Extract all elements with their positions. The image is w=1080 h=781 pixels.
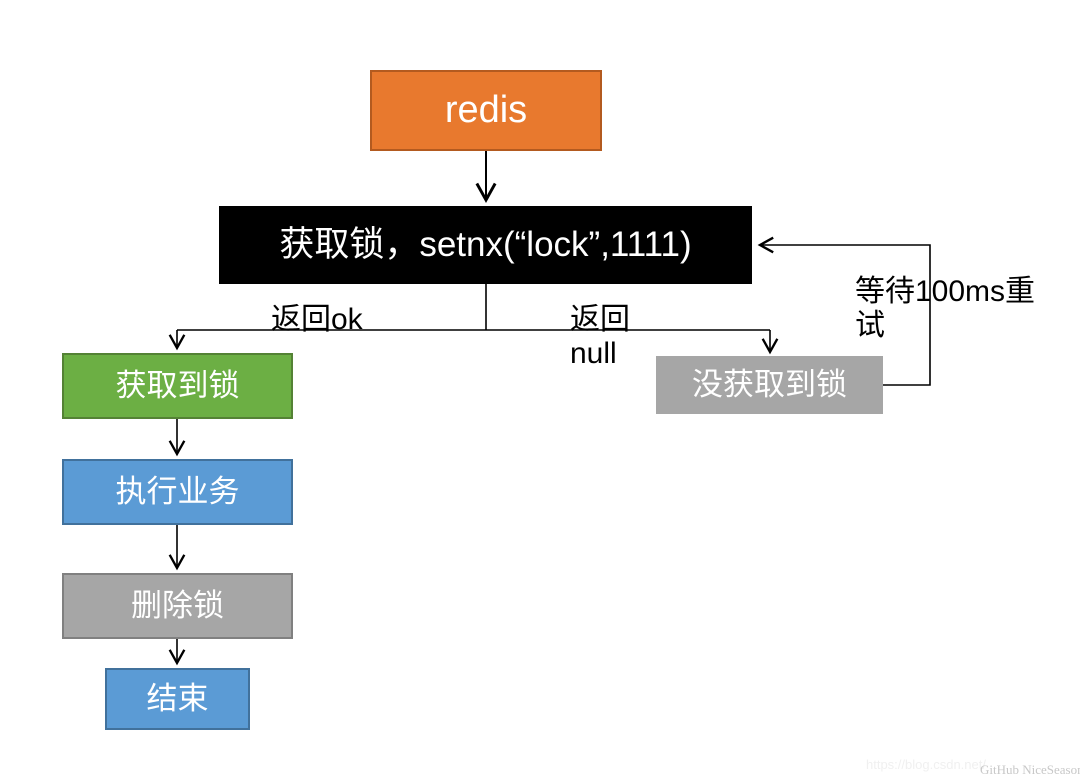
node-got-lock[interactable]: 获取到锁 bbox=[62, 353, 293, 419]
node-delete-lock-label: 删除锁 bbox=[131, 588, 224, 624]
node-delete-lock[interactable]: 删除锁 bbox=[62, 573, 293, 639]
node-end[interactable]: 结束 bbox=[105, 668, 250, 730]
edge-label-return-ok: 返回ok bbox=[271, 303, 363, 336]
watermark-csdn: https://blog.csdn.net/ bbox=[866, 757, 986, 772]
node-acquire-lock-label: 获取锁，setnx(“lock”,1111) bbox=[279, 224, 692, 264]
edge-label-return-null: 返回 null bbox=[570, 303, 630, 370]
node-end-label: 结束 bbox=[146, 681, 209, 717]
node-run-business-label: 执行业务 bbox=[115, 474, 240, 510]
node-redis-label: redis bbox=[444, 88, 528, 131]
node-redis[interactable]: redis bbox=[370, 70, 602, 151]
node-acquire-lock[interactable]: 获取锁，setnx(“lock”,1111) bbox=[219, 206, 752, 284]
node-no-lock[interactable]: 没获取到锁 bbox=[656, 356, 883, 414]
node-run-business[interactable]: 执行业务 bbox=[62, 459, 293, 525]
edge-acquire-split bbox=[177, 284, 770, 331]
node-got-lock-label: 获取到锁 bbox=[115, 368, 240, 404]
edge-label-retry-wait: 等待100ms重 试 bbox=[855, 275, 1036, 342]
watermark-github: GitHub NiceSeason bbox=[980, 762, 1080, 777]
node-no-lock-label: 没获取到锁 bbox=[692, 367, 847, 403]
